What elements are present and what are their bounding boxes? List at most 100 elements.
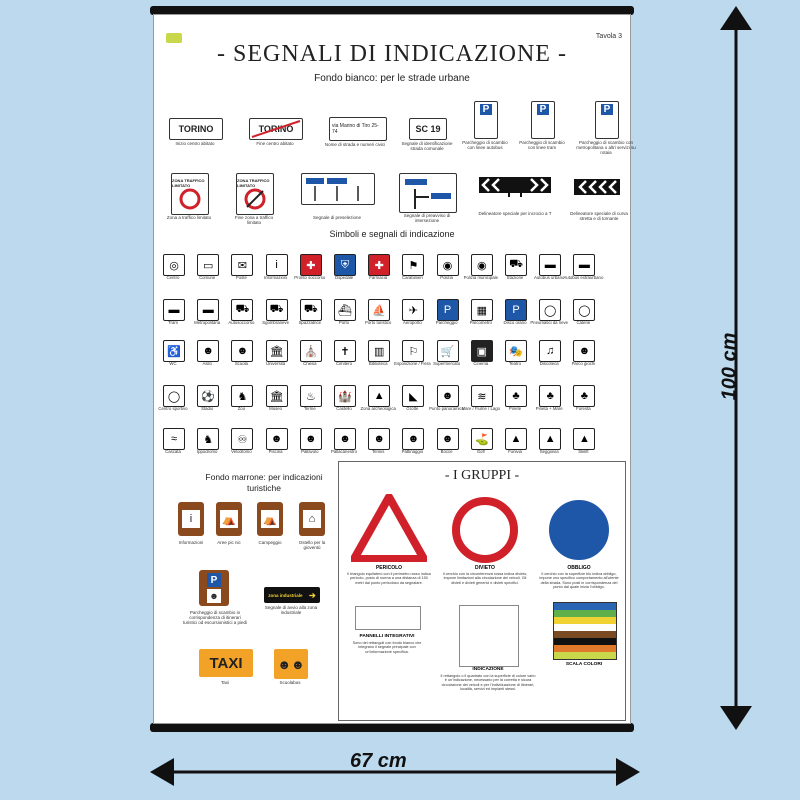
brown-sign-informazioni: i — [178, 502, 204, 536]
symbol-caption: Museo — [269, 406, 283, 411]
symbol-caption: Parco giochi — [571, 361, 596, 366]
symbol-caption: Funivia — [508, 449, 522, 454]
symbol-caption: Supermercato — [433, 361, 461, 366]
scala-label: SCALA COLORI — [565, 662, 603, 667]
divieto-label: DIVIETO — [475, 565, 495, 571]
symbol-spazzatrice-icon: ⛟ — [299, 299, 322, 321]
sign-caption: Parcheggio di scambio in corrispondenza … — [182, 610, 248, 625]
symbol-caption: Porto — [338, 320, 350, 325]
poster: Tavola 3 - SEGNALI DI INDICAZIONE - Fond… — [150, 6, 636, 732]
symbol-supermercato-icon: 🛒 — [436, 340, 459, 362]
symbol-caption: Stadio — [201, 406, 214, 411]
subtitle-white: Fondo bianco: per le strade urbane — [314, 73, 470, 84]
symbol-porto-icon: ⛴ — [334, 299, 356, 321]
brown-sign-icon: ⛺ — [261, 510, 279, 528]
symbol-zona-archeologica-icon: ▲ — [368, 385, 391, 407]
symbol-polizia-municipale-icon: ◉ — [470, 254, 493, 276]
symbol-stadio-icon: ⚽ — [197, 385, 220, 407]
sign-ztl: ZONA TRAFFICO LIMITATO — [171, 173, 209, 215]
symbol-autobus-extraurbano-icon: ▬ — [573, 254, 596, 276]
symbol-caption: Autobus extraurbano — [563, 275, 604, 280]
color-stripe — [554, 638, 616, 645]
park-glyph: P — [207, 573, 221, 587]
symbol-caption: Centro — [166, 275, 180, 280]
symbol-cascata-icon: ≈ — [163, 428, 185, 450]
symbol-caption: Polizia — [440, 275, 453, 280]
symbol-caption: Aeroporto — [402, 320, 422, 325]
symbol-caption: Pneumatici da neve — [530, 320, 569, 325]
symbol-cimitero-icon: ✝ — [334, 340, 356, 362]
symbol-caption: Sgombraneve — [262, 320, 289, 325]
symbol-caption: Informazioni — [263, 275, 288, 280]
sign-caption: Fine zona a traffico limitato — [234, 215, 274, 225]
plate-text: SC 19 — [415, 124, 441, 134]
gruppi-box: - I GRUPPI - PERICOLO Il triangolo equil… — [338, 461, 626, 721]
hiker-icon: ☻ — [207, 589, 221, 603]
symbol-caption: Parcheggio — [435, 320, 458, 325]
brown-section-title: Fondo marrone: per indicazioni turistich… — [205, 472, 323, 493]
symbol-caption: Pronto soccorso — [294, 275, 326, 280]
sign-park-tram: P — [531, 101, 555, 139]
vertical-dimension-arrow — [720, 6, 752, 730]
plate-text: P — [479, 104, 493, 115]
symbol-parcometro-icon: ▦ — [470, 299, 493, 321]
sign-caption: Parcheggio di scambio con linee tram — [519, 140, 565, 150]
plate-text: P — [536, 104, 550, 115]
symbol-tennis-icon: ☻ — [368, 428, 391, 450]
symbol-caption: Spazzatrice — [298, 320, 322, 325]
symbol-caption: Poste — [235, 275, 247, 280]
horizontal-dimension-arrow — [150, 758, 640, 786]
sign-caption: Nome di strada e numeri civici — [324, 142, 386, 147]
bottom-rod — [150, 723, 634, 732]
symbol-caption: Pallacanestro — [330, 449, 358, 454]
symbol-caption: Scuola — [234, 361, 248, 366]
symbol-parcheggio-icon: P — [436, 299, 459, 321]
symbol-grotte-icon: ◣ — [402, 385, 425, 407]
symbol-pallavolo-icon: ☻ — [299, 428, 322, 450]
symbol-caption: Farmacia — [369, 275, 388, 280]
symbol-comune-icon: ▭ — [197, 254, 220, 276]
symbol-punto-panoramico-icon: ☻ — [436, 385, 459, 407]
sign-caption: Segnale di avvio alla zona industriale — [264, 605, 318, 615]
sign-caption: Campeggio — [258, 540, 282, 545]
divieto-circle-icon — [452, 497, 518, 563]
symbol-zoo-icon: ♞ — [231, 385, 254, 407]
symbol-caption: Disco orario — [503, 320, 527, 325]
sign-caption: Segnale di identificazione strada comuna… — [401, 141, 453, 151]
symbol-parco-giochi-icon: ☻ — [573, 340, 596, 362]
symbol-caption: Autobus urbano — [534, 275, 565, 280]
sign-caption: Delineatore speciale per incrocio a T — [478, 211, 552, 216]
symbol-biblioteca-icon: ▥ — [368, 340, 391, 362]
symbol-caption: Golf — [476, 449, 485, 454]
brown-sign-aree-pic-nic: ⛺ — [216, 502, 242, 536]
symbol-skilift-icon: ▲ — [573, 428, 596, 450]
symbol-cinema-icon: ▣ — [470, 340, 493, 362]
symbol-caption: Centro sportivo — [158, 406, 188, 411]
obbligo-text: Il cerchio con la superficie blu indica … — [539, 572, 619, 589]
symbol-caption: Terme — [303, 406, 316, 411]
symbol-caption: Carabinieri — [402, 275, 423, 280]
symbol-caption: Pinete — [508, 406, 522, 411]
symbol-caption: Parcometro — [469, 320, 492, 325]
sign-caption: Aree pic nic — [217, 540, 241, 545]
color-scale — [553, 602, 617, 660]
obbligo-label: OBBLIGO — [567, 565, 591, 571]
indicazione-text: Il rettangolo o il quadrato con la super… — [440, 674, 536, 691]
symbol-caption: Catene — [576, 320, 591, 325]
symbol-teatro-icon: 🎭 — [505, 340, 527, 362]
plate-text: P — [600, 104, 614, 115]
symbol-caption: Grotte — [406, 406, 419, 411]
symbol-caption: Seggiovia — [539, 449, 559, 454]
symbol-castello-icon: 🏰 — [334, 385, 356, 407]
plate-text: ZONA TRAFFICO LIMITATO — [237, 178, 270, 188]
symbol-discoteca-icon: ♫ — [539, 340, 562, 362]
symbol-caption: Cimitero — [336, 361, 352, 366]
symbol-caption: Ospedale — [334, 275, 354, 280]
symbol-caption: Esposizione / Fiera — [394, 361, 431, 366]
color-stripe — [554, 624, 616, 631]
sign-sc19: SC 19 — [409, 118, 447, 140]
width-label: 67 cm — [350, 750, 407, 772]
symbol-sgombraneve-icon: ⛟ — [265, 299, 288, 321]
pannelli-rectangle — [355, 606, 421, 630]
subtitle-symbols: Simboli e segnali di indicazione — [329, 229, 455, 239]
